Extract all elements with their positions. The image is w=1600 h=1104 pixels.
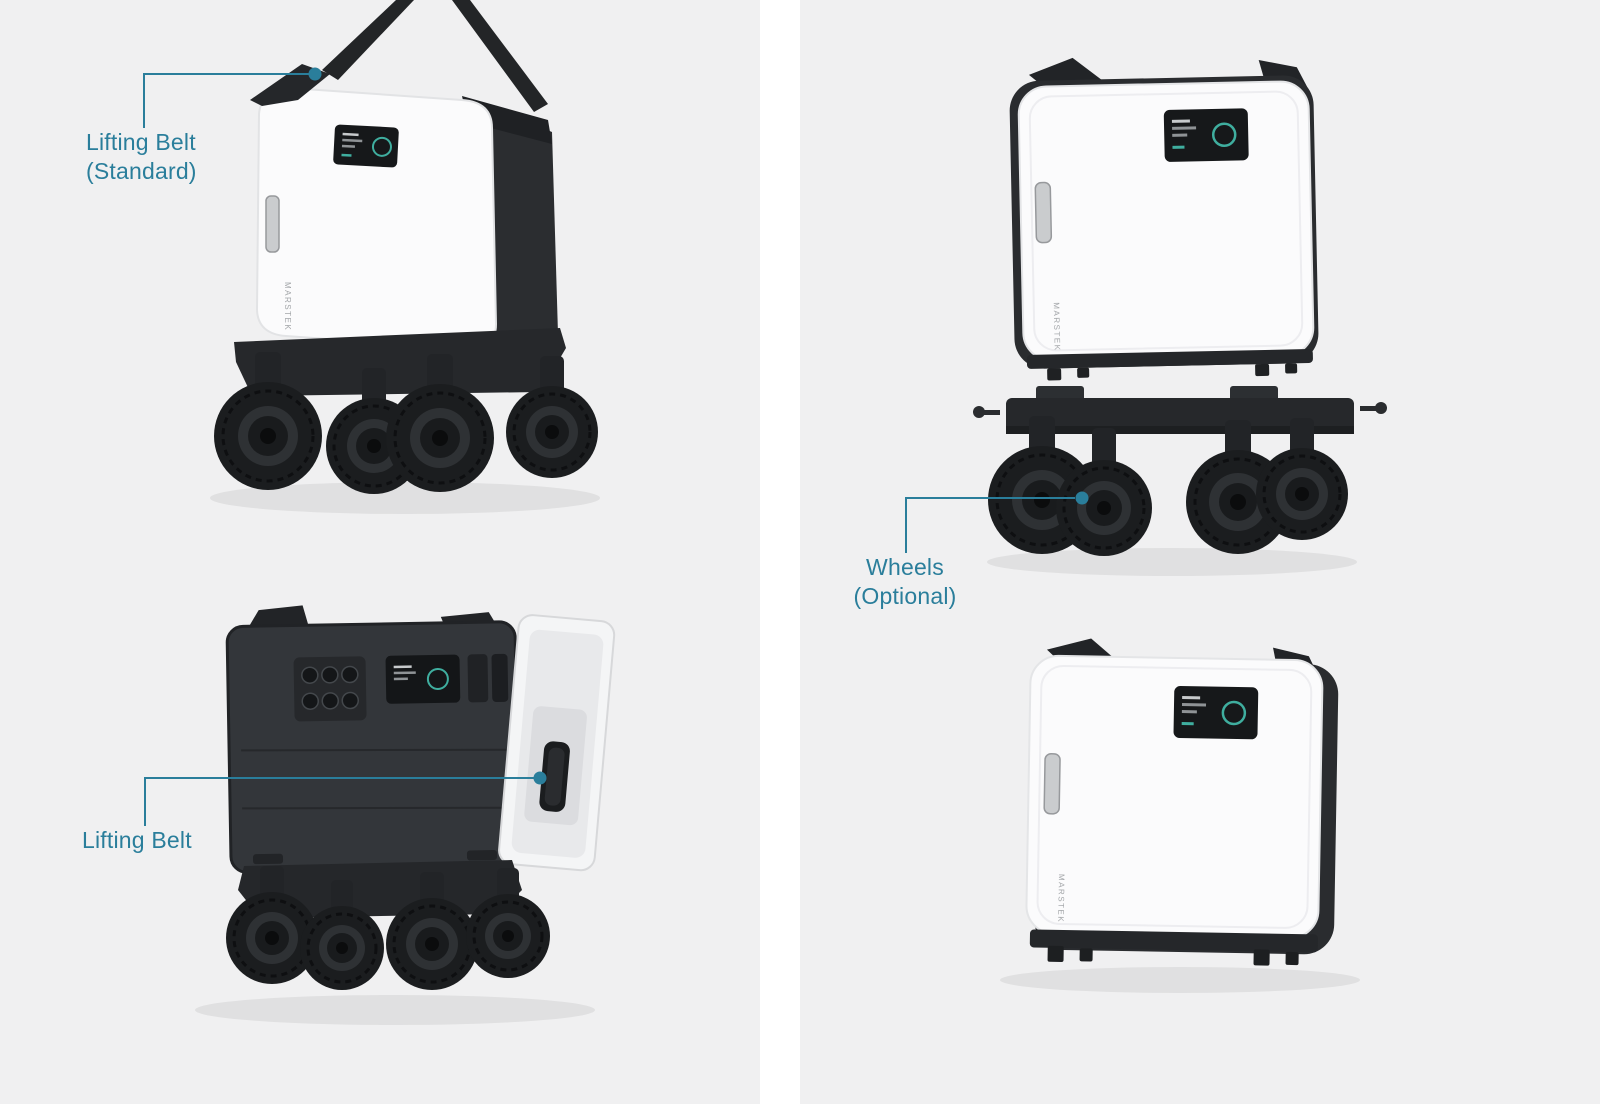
- power-station-unit: MARSTEK: [1009, 57, 1319, 381]
- left-panel: MARSTEK: [0, 0, 760, 1104]
- power-station-unit: MARSTEK: [1025, 638, 1339, 966]
- right-panel: MARSTEK: [800, 0, 1600, 1104]
- rear-screen: [385, 654, 461, 704]
- screen: [1173, 686, 1259, 740]
- door-handle: [1034, 181, 1053, 244]
- wheel: [386, 354, 494, 492]
- screen: [333, 124, 399, 168]
- screen: [1163, 108, 1249, 162]
- foot: [1285, 951, 1299, 966]
- door-handle: [265, 195, 280, 253]
- foot: [1079, 948, 1093, 962]
- scene-lifting-belt-standard: MARSTEK: [210, 0, 600, 514]
- callout-lifting-belt-standard: Lifting Belt (Standard): [86, 128, 197, 186]
- wheel: [506, 356, 598, 478]
- callout-leader-line: [144, 777, 536, 779]
- callout-leader-line: [143, 73, 145, 128]
- ground-shadow: [987, 548, 1357, 576]
- callout-label-line2: (Optional): [853, 583, 957, 609]
- wheel-chassis: [973, 386, 1387, 434]
- callout-leader-line: [905, 497, 1075, 499]
- callout-leader-line: [144, 777, 146, 826]
- callout-label-line2: (Standard): [86, 158, 197, 184]
- scene-unit-no-wheels: MARSTEK: [1000, 638, 1360, 993]
- ac-outlets: [293, 656, 367, 722]
- bolt: [973, 406, 1000, 418]
- door-handle: [1043, 753, 1061, 815]
- lifting-belt-strap: [322, 0, 548, 112]
- callout-dot: [1075, 491, 1089, 505]
- stored-lifting-belt: [539, 741, 570, 812]
- callout-label: Lifting Belt: [82, 827, 192, 853]
- ground-shadow: [210, 482, 600, 514]
- callout-lifting-belt: Lifting Belt: [82, 826, 192, 855]
- callout-dot: [308, 67, 322, 81]
- bolt: [1360, 402, 1387, 414]
- port-module: [467, 654, 489, 703]
- wheel: [1256, 418, 1348, 540]
- power-station-unit: MARSTEK: [234, 64, 566, 396]
- wheel: [300, 880, 384, 990]
- brand-text: MARSTEK: [1056, 874, 1066, 923]
- port-module: [491, 653, 509, 702]
- brand-text: MARSTEK: [1052, 302, 1062, 351]
- wheel: [214, 352, 322, 490]
- callout-leader-line: [143, 73, 313, 75]
- foot: [1047, 945, 1064, 962]
- wheel: [1056, 428, 1152, 556]
- ground-shadow: [195, 995, 595, 1025]
- foot: [1253, 949, 1270, 966]
- scene-lifting-belt-stored: [195, 605, 616, 1025]
- brand-text: MARSTEK: [283, 282, 292, 331]
- wheel: [466, 868, 550, 978]
- callout-wheels-optional: Wheels (Optional): [830, 553, 980, 611]
- base-deck: [234, 328, 566, 396]
- bottom-rail: [1026, 349, 1313, 369]
- callout-label-line1: Wheels: [866, 554, 944, 580]
- bottom-rail: [1029, 929, 1318, 953]
- ground-shadow: [1000, 967, 1360, 993]
- callout-leader-line: [905, 497, 907, 553]
- open-door: [498, 614, 616, 872]
- callout-label-line1: Lifting Belt: [86, 129, 196, 155]
- callout-dot: [533, 771, 547, 785]
- power-station-rear: [225, 605, 521, 874]
- wheel: [226, 866, 318, 984]
- scene-wheels-optional: MARSTEK: [973, 57, 1387, 576]
